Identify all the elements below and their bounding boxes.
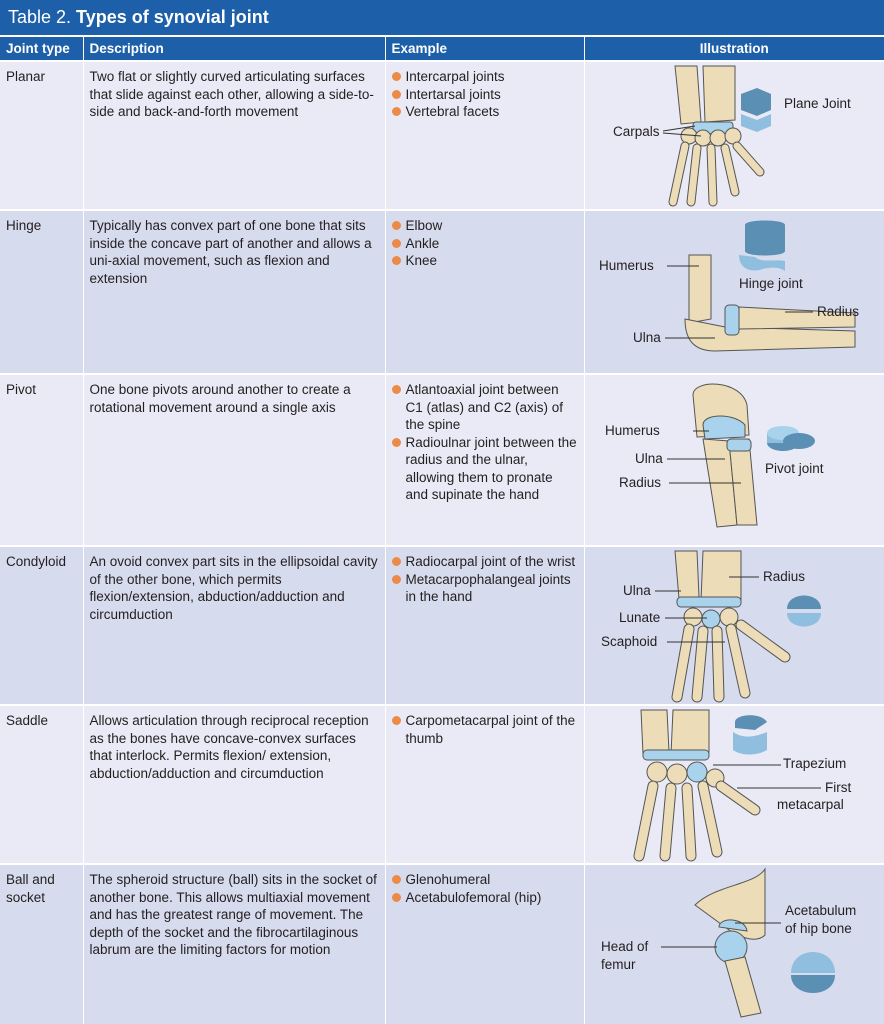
example-item: Vertebral facets [391,103,578,121]
table-row: Pivot One bone pivots around another to … [0,373,884,546]
synovial-joint-table: Joint type Description Example Illustrat… [0,37,884,1024]
example-list: Intercarpal joints Intertarsal joints Ve… [391,68,578,121]
label-ulna: Ulna [623,583,651,598]
label-head-of: Head of [601,939,649,954]
header-description: Description [83,37,386,61]
example-list: Carpometacarpal joint of the thumb [391,712,578,747]
label-ulna: Ulna [635,451,663,466]
joint-description: Two flat or slightly curved articulating… [83,60,386,210]
joint-type: Ball and socket [0,863,84,1024]
table-row: Hinge Typically has convex part of one b… [0,209,884,374]
label-pivot-joint: Pivot joint [765,461,824,476]
joint-description: An ovoid convex part sits in the ellipso… [83,545,386,705]
table-row: Planar Two flat or slightly curved artic… [0,60,884,210]
table-title: Table 2. Types of synovial joint [0,0,884,35]
pivot-joint-illustration: Humerus Ulna Radius Pivot joint [605,383,824,528]
example-list: Elbow Ankle Knee [391,217,578,270]
condyloid-joint-illustration: Ulna Radius Lunate Scaphoid [601,550,821,703]
label-radius: Radius [619,475,661,490]
example-item: Radioulnar joint between the radius and … [391,434,578,504]
example-item: Carpometacarpal joint of the thumb [391,712,578,747]
hinge-joint-illustration: Humerus Hinge joint Radius Ulna [599,220,859,352]
example-item: Glenohumeral [391,871,578,889]
label-humerus: Humerus [605,423,660,438]
joint-type: Planar [0,60,84,210]
label-carpals: Carpals [613,124,660,139]
label-hinge-joint: Hinge joint [739,276,803,291]
joint-type: Saddle [0,704,84,864]
label-plane-joint: Plane Joint [784,96,851,111]
example-item: Metacarpophalangeal joints in the hand [391,571,578,606]
example-list: Glenohumeral Acetabulofemoral (hip) [391,871,578,907]
example-item: Intertarsal joints [391,86,578,104]
ball-and-socket-illustration: Acetabulum of hip bone Head of femur [601,867,856,1018]
table-number: Table 2. [8,7,72,27]
example-item: Elbow [391,217,578,235]
header-joint-type: Joint type [0,37,84,61]
header-example: Example [385,37,585,61]
saddle-joint-illustration: Trapezium First metacarpal [633,709,851,862]
label-of-hip-bone: of hip bone [785,921,852,936]
example-item: Atlantoaxial joint between C1 (atlas) an… [391,381,578,434]
label-trapezium: Trapezium [783,756,846,771]
label-ulna: Ulna [633,330,661,345]
example-item: Knee [391,252,578,270]
planar-joint-illustration: Plane Joint Carpals [613,65,851,207]
joint-type: Condyloid [0,545,84,705]
joint-description: The spheroid structure (ball) sits in th… [83,863,386,1024]
joint-type: Hinge [0,209,84,374]
table-row: Ball and socket The spheroid structure (… [0,863,884,1024]
example-item: Radiocarpal joint of the wrist [391,553,578,571]
example-list: Atlantoaxial joint between C1 (atlas) an… [391,381,578,504]
label-scaphoid: Scaphoid [601,634,657,649]
example-list: Radiocarpal joint of the wrist Metacarpo… [391,553,578,606]
table-row: Saddle Allows articulation through recip… [0,704,884,864]
label-first: First [825,780,851,795]
label-femur: femur [601,957,636,972]
joint-type: Pivot [0,373,84,546]
table-row: Condyloid An ovoid convex part sits in t… [0,545,884,705]
example-item: Intercarpal joints [391,68,578,86]
joint-description: Typically has convex part of one bone th… [83,209,386,374]
label-lunate: Lunate [619,610,660,625]
example-item: Acetabulofemoral (hip) [391,889,578,907]
header-illustration: Illustration [584,37,884,61]
label-metacarpal: metacarpal [777,797,844,812]
joint-description: One bone pivots around another to create… [83,373,386,546]
table-heading: Types of synovial joint [76,7,269,27]
label-radius: Radius [763,569,805,584]
label-humerus: Humerus [599,258,654,273]
label-radius: Radius [817,304,859,319]
example-item: Ankle [391,235,578,253]
label-acetabulum: Acetabulum [785,903,856,918]
joint-description: Allows articulation through reciprocal r… [83,704,386,864]
